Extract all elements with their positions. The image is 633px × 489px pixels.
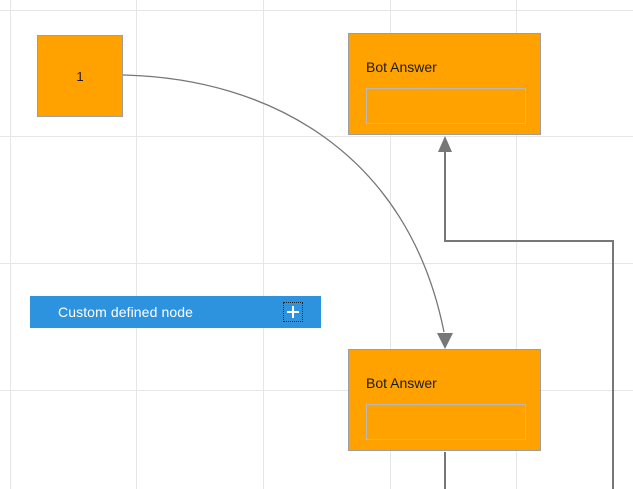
arrowhead-down-icon	[437, 333, 453, 349]
palette-item-label: Custom defined node	[58, 304, 193, 320]
node-bot-answer-top[interactable]: Bot Answer	[348, 33, 541, 135]
node-slot[interactable]	[366, 404, 526, 440]
palette-item-custom-defined-node[interactable]: Custom defined node	[30, 296, 321, 328]
connector-curved[interactable]	[122, 74, 453, 349]
node-slot[interactable]	[366, 88, 526, 124]
arrowhead-up-icon	[438, 136, 452, 152]
connector-orthogonal[interactable]	[438, 136, 614, 489]
plus-icon[interactable]	[283, 302, 303, 322]
node-bot-answer-bottom[interactable]: Bot Answer	[348, 349, 541, 451]
node-title: Bot Answer	[366, 375, 437, 391]
node-title: Bot Answer	[366, 59, 437, 75]
node-square-1[interactable]: 1	[37, 35, 123, 117]
node-square-label: 1	[76, 68, 84, 84]
